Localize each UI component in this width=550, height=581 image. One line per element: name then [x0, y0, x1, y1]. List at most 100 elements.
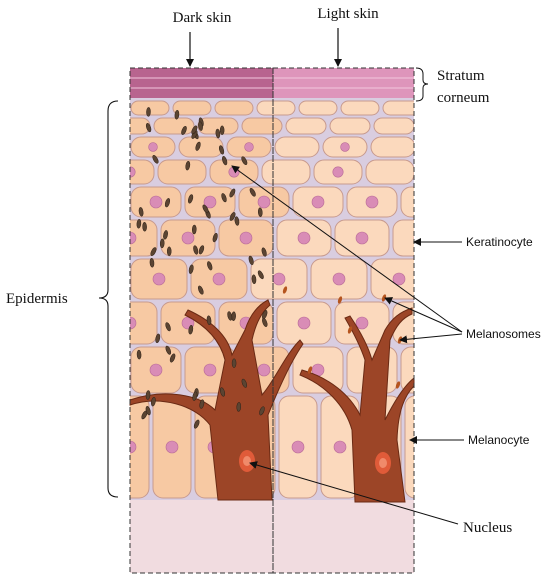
- melanosome: [193, 419, 200, 429]
- keratinocyte-label: Keratinocyte: [466, 235, 533, 249]
- keratinocyte-nucleus: [297, 316, 311, 330]
- keratinocyte-cell: [370, 136, 414, 158]
- keratinocyte-cell: [130, 219, 158, 257]
- dark-skin-label: Dark skin: [173, 10, 232, 26]
- light-skin-panel: [272, 67, 415, 574]
- melanosome: [199, 399, 205, 409]
- keratinocyte-cell: [340, 100, 380, 116]
- melanosome-pointer-3: [399, 333, 463, 344]
- melanosome: [257, 207, 263, 217]
- keratinocyte-nucleus: [291, 440, 305, 454]
- keratinocyte-cell: [214, 100, 254, 116]
- melanosome: [146, 107, 151, 117]
- keratinocyte-nucleus: [244, 142, 254, 152]
- melanosome: [188, 325, 194, 335]
- keratinocyte-nucleus: [333, 440, 347, 454]
- keratinocyte-nucleus: [203, 363, 217, 377]
- keratinocyte-nucleus: [420, 364, 432, 376]
- keratinocyte-cell: [256, 100, 296, 116]
- keratinocyte-nucleus: [149, 195, 163, 209]
- melanosome: [218, 145, 225, 155]
- keratinocyte-nucleus: [257, 363, 271, 377]
- keratinocyte-cell: [298, 100, 338, 116]
- melanosome: [195, 141, 201, 151]
- melanosome: [174, 110, 180, 120]
- melanosome: [241, 156, 248, 165]
- melanosome: [181, 125, 187, 135]
- melanosome: [212, 232, 218, 243]
- melanosome: [219, 387, 226, 397]
- keratinocyte-nucleus: [203, 195, 217, 209]
- melanosome-granules: [136, 107, 403, 429]
- melanosome: [145, 390, 151, 400]
- melanosome: [145, 406, 151, 416]
- melanosome: [193, 245, 199, 255]
- melanosome: [251, 274, 257, 285]
- melanosome: [249, 187, 256, 197]
- melanosome: [145, 123, 152, 133]
- keratinocyte-nucleus: [130, 440, 137, 454]
- keratinocyte-cell: [329, 117, 371, 135]
- melanosome: [169, 353, 176, 363]
- keratinocyte-nucleus: [149, 363, 163, 377]
- melanosome: [188, 194, 194, 204]
- keratinocyte-cell: [261, 159, 311, 185]
- melanosome: [198, 121, 203, 131]
- melanosome: [192, 391, 198, 401]
- melanosome: [166, 246, 172, 257]
- melanosome: [207, 261, 213, 271]
- melanosome: [152, 155, 159, 164]
- melanosome: [259, 406, 265, 416]
- keratinocyte-cell: [285, 117, 327, 135]
- melanocyte-label: Melanocyte: [468, 433, 530, 447]
- keratinocyte-nucleus: [130, 316, 137, 330]
- melanosome: [206, 315, 212, 325]
- melanosome: [150, 247, 157, 256]
- melanosome: [151, 396, 156, 407]
- keratinocyte-nucleus: [355, 231, 369, 245]
- keratinocyte-nucleus: [212, 272, 226, 286]
- keratinocyte-nucleus: [148, 142, 158, 152]
- melanocyte-nucleus-light: [375, 452, 391, 474]
- melanosome: [202, 204, 209, 214]
- melanosome: [231, 358, 237, 368]
- keratinocyte-nucleus: [413, 321, 414, 325]
- keratinocyte-nucleus: [152, 272, 166, 286]
- melanosome: [165, 345, 172, 355]
- keratinocyte-cell: [382, 100, 414, 116]
- melanosome: [261, 247, 267, 257]
- melanosome: [248, 255, 254, 265]
- melanosome: [241, 378, 248, 388]
- melanosome: [165, 322, 171, 332]
- melanosome: [257, 270, 264, 280]
- melanosome: [155, 333, 161, 344]
- melanosome: [136, 218, 142, 229]
- melanosome: [234, 216, 240, 226]
- melanosome-pointer-1: [231, 165, 463, 333]
- melanosome: [163, 230, 168, 240]
- melanosome: [227, 311, 233, 321]
- melanosome: [192, 224, 197, 235]
- keratinocyte-nucleus: [392, 272, 406, 286]
- melanosome: [136, 349, 142, 360]
- keratinocyte-cell: [172, 100, 212, 116]
- dark-skin-panel: [129, 67, 274, 574]
- keratinocyte-nucleus: [332, 272, 346, 286]
- melanosome: [197, 285, 204, 295]
- dermis-layer: [130, 500, 414, 573]
- keratinocyte-cell: [274, 136, 320, 158]
- melanosome: [164, 198, 171, 208]
- keratinocyte-cell: [130, 395, 150, 499]
- keratinocyte-cell: [157, 159, 207, 185]
- melanosome: [282, 286, 288, 294]
- keratinocyte-nucleus: [355, 316, 369, 330]
- epidermis-bracket: [98, 100, 119, 498]
- nucleus-arrow: [249, 461, 459, 525]
- melanocyte-nucleus-dark: [239, 450, 255, 472]
- melanosome: [222, 156, 228, 166]
- stratum-corneum-label-line2: corneum: [437, 90, 490, 106]
- keratinocyte-cell: [130, 159, 155, 185]
- melanosome: [142, 222, 147, 232]
- melanosome: [236, 402, 242, 412]
